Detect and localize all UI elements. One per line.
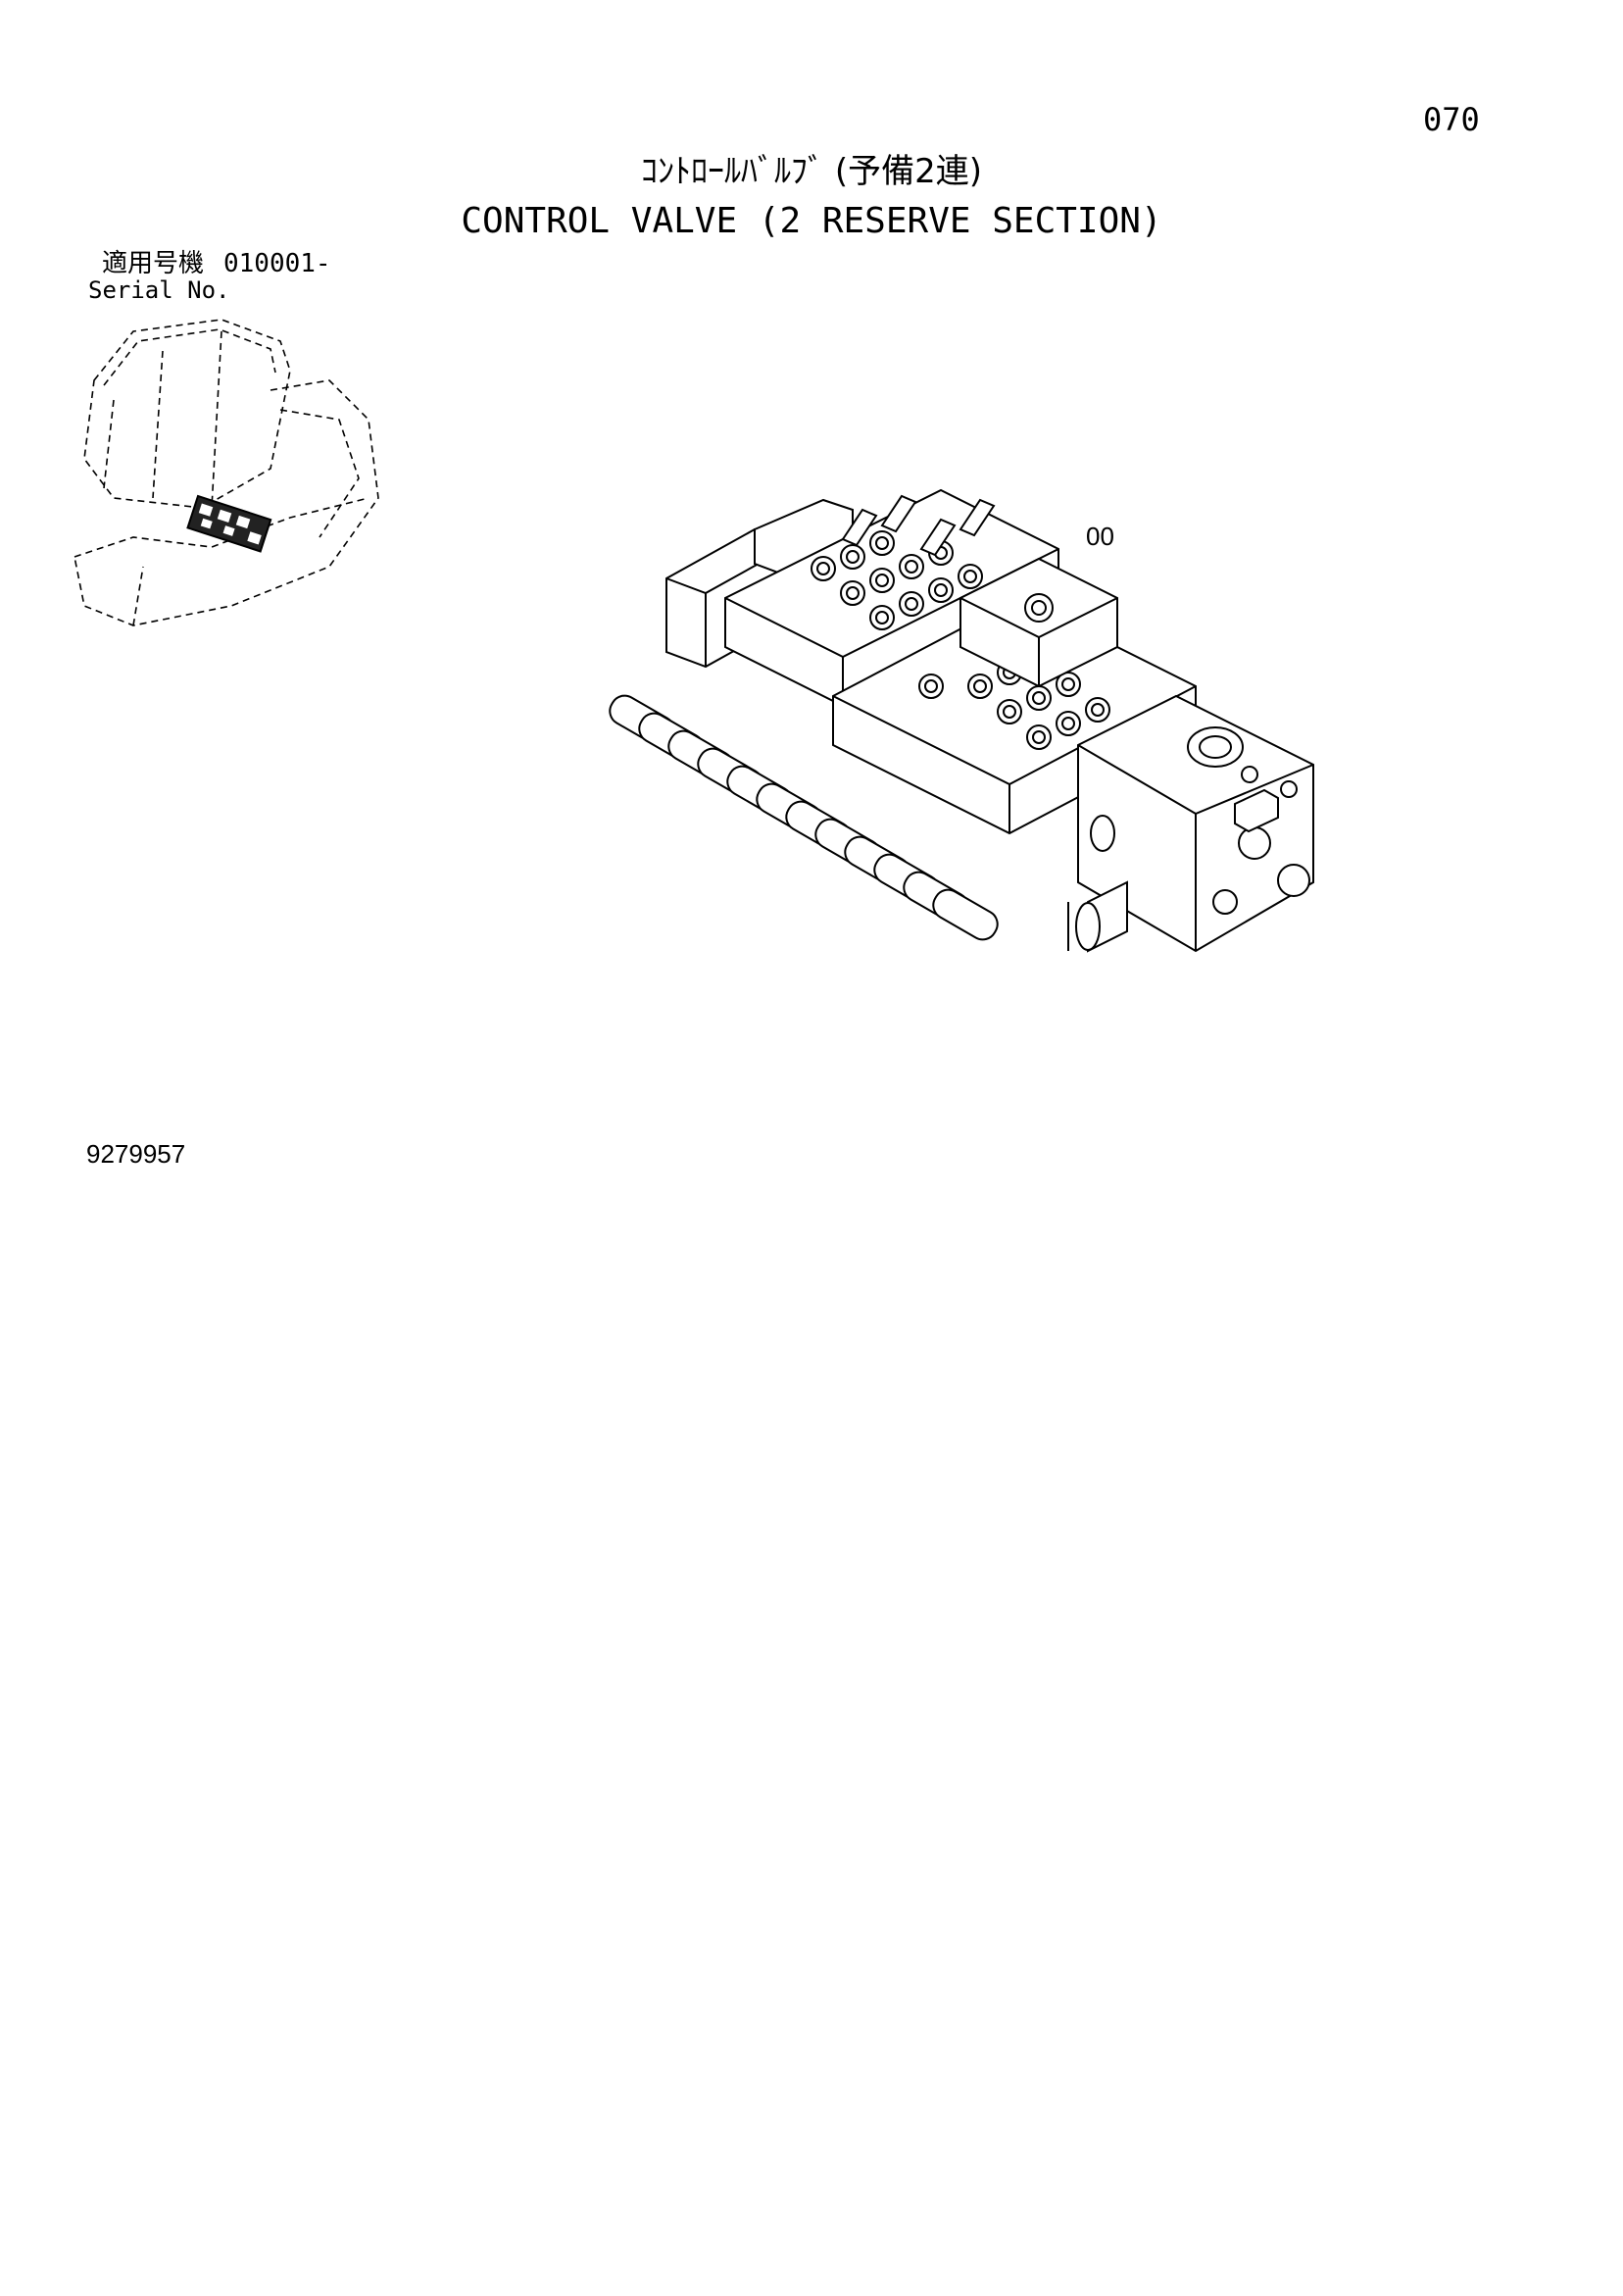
- control-valve-assembly-icon: [609, 488, 1314, 953]
- title-japanese: ｺﾝﾄﾛｰﾙﾊﾞﾙﾌﾞ (予備2連): [641, 152, 982, 191]
- excavator-cab-outline-icon: [74, 319, 379, 626]
- serial-label-japanese: 適用号機: [102, 249, 205, 278]
- page-number: 070: [1423, 101, 1480, 138]
- serial-label-english: Serial No.: [88, 276, 230, 304]
- title-english: CONTROL VALVE (2 RESERVE SECTION): [461, 201, 1162, 241]
- serial-number-range: 010001-: [223, 249, 331, 278]
- callout-label: 00: [1086, 522, 1114, 551]
- drawing-number: 9279957: [86, 1139, 186, 1169]
